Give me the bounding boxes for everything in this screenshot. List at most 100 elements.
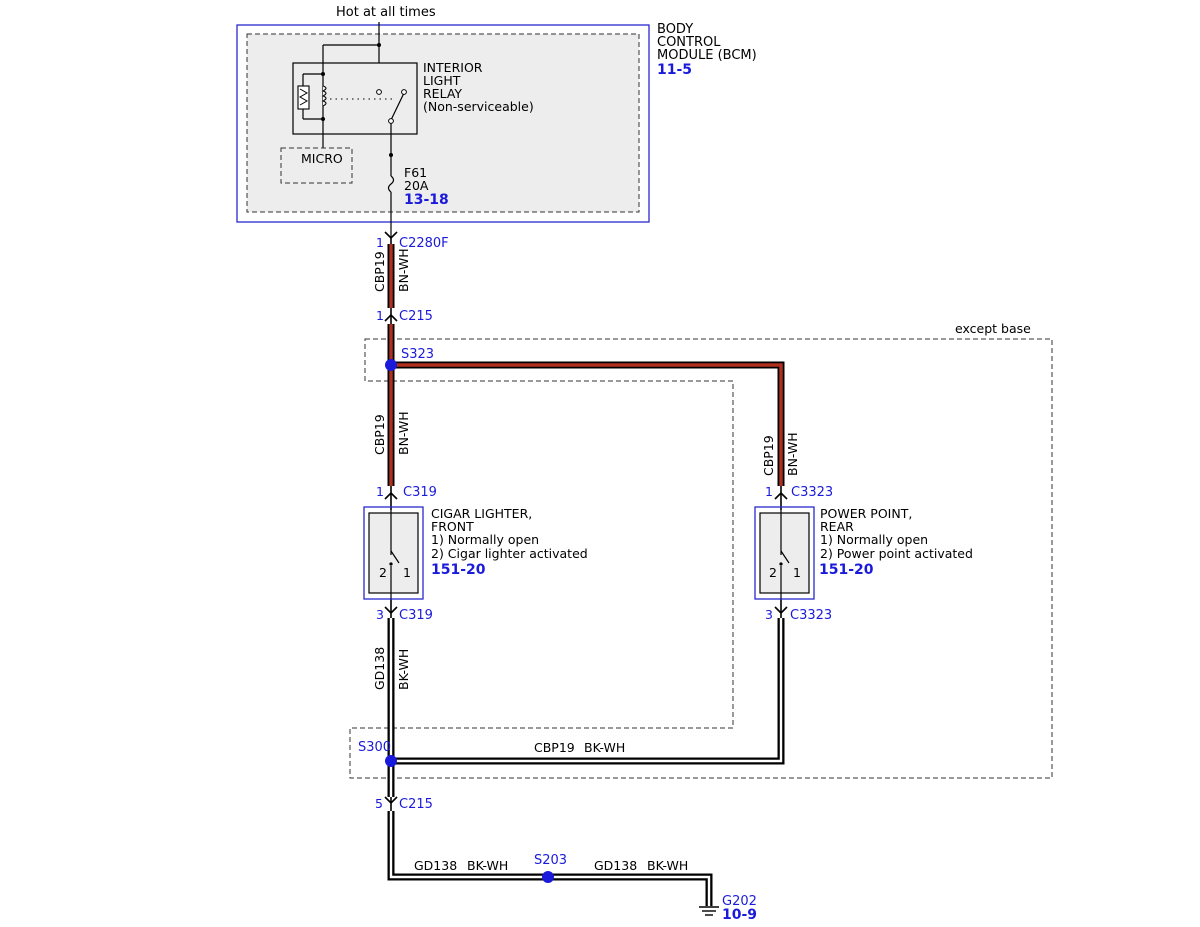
wire5-circuit: CBP19 — [534, 740, 575, 755]
cigar-lighter-label-line1: CIGAR LIGHTER, — [431, 506, 532, 521]
wire-segment-5-color — [391, 618, 783, 763]
micro-box — [280, 147, 353, 184]
ground-ref-link[interactable]: 10-9 — [722, 907, 757, 923]
power-point-label-line4: 2) Power point activated — [820, 546, 973, 561]
bcm-inner-dashed-box — [246, 33, 640, 213]
relay-box — [292, 62, 418, 135]
wire-segment-3 — [391, 361, 785, 486]
resistor-icon — [297, 85, 310, 110]
c215-top-pin: 1 — [376, 308, 384, 323]
fuse-name: F61 — [404, 165, 427, 180]
power-point-pin-right: 1 — [793, 565, 801, 580]
splice-s300-label[interactable]: S300 — [358, 740, 391, 755]
c3323-top-pin: 1 — [765, 484, 773, 499]
cigar-lighter-ref-link[interactable]: 151-20 — [431, 562, 486, 578]
wire-cbp19-bn-wh — [387, 244, 785, 486]
relay-contact-top — [376, 89, 382, 95]
fuse-rating: 20A — [404, 178, 429, 193]
power-point-component — [754, 506, 815, 600]
splice-s323-label[interactable]: S323 — [401, 347, 434, 362]
wire5-color: BK-WH — [584, 740, 625, 755]
power-point-outer-box — [754, 506, 815, 600]
bcm-title-line1: BODY — [657, 22, 693, 37]
c319-top-name[interactable]: C319 — [403, 485, 437, 500]
splice-s300-dot[interactable] — [385, 755, 397, 767]
cigar-lighter-outer-box — [363, 506, 424, 600]
power-point-label-line2: REAR — [820, 519, 854, 534]
wire1-circuit: CBP19 — [372, 251, 387, 292]
connector-c2280f-symbol — [384, 231, 398, 244]
relay-label-line3: RELAY — [423, 86, 462, 101]
except-base-label: except base — [955, 321, 1031, 336]
resistor-zigzag-icon — [298, 88, 309, 106]
fuse-top-node — [389, 153, 393, 157]
power-point-label-line3: 1) Normally open — [820, 532, 928, 547]
wire4-color: BK-WH — [396, 649, 411, 690]
wire4-circuit: GD138 — [372, 647, 387, 690]
wire6-circuit: GD138 — [414, 858, 457, 873]
connector-c319-bottom-symbol — [384, 598, 398, 618]
hot-at-all-times-label: Hot at all times — [336, 5, 436, 20]
cigar-lighter-pin-left: 2 — [379, 565, 387, 580]
relay-label-line1: INTERIOR — [423, 60, 483, 75]
c319-top-pin: 1 — [376, 484, 384, 499]
connector-c215-bottom-symbol — [384, 796, 398, 811]
splice-s203-label[interactable]: S203 — [534, 853, 567, 868]
c3323-top-name[interactable]: C3323 — [791, 485, 833, 500]
micro-label: MICRO — [301, 151, 343, 166]
cigar-lighter-pin-right: 1 — [403, 565, 411, 580]
c3323-bottom-name[interactable]: C3323 — [790, 608, 832, 623]
wire7-color: BK-WH — [647, 858, 688, 873]
ground-icon — [699, 906, 719, 916]
wire2-color: BN-WH — [396, 411, 411, 455]
cigar-lighter-label-line3: 1) Normally open — [431, 532, 539, 547]
interior-light-relay — [292, 45, 418, 148]
relay-contact-nc — [401, 89, 407, 95]
wire3-circuit: CBP19 — [761, 435, 776, 476]
bcm-title-line3: MODULE (BCM) — [657, 48, 757, 63]
connector-c3323-bottom-symbol — [774, 598, 788, 618]
ground-name[interactable]: G202 — [722, 894, 757, 909]
relay-switch-blade — [390, 92, 405, 121]
relay-contact-common — [388, 118, 394, 124]
power-point-inner-box — [759, 512, 810, 594]
fuse-ref-link[interactable]: 13-18 — [404, 192, 449, 208]
power-point-contact — [779, 562, 783, 566]
cigar-lighter-switch-blade — [390, 550, 400, 564]
wire7-circuit: GD138 — [594, 858, 637, 873]
wire-segment-3-color — [391, 363, 783, 486]
connector-c319-top-symbol — [384, 486, 398, 510]
fuse-icon — [387, 175, 395, 193]
connector-c3323-top-symbol — [774, 486, 788, 510]
c2280f-name[interactable]: C2280F — [399, 236, 449, 251]
power-point-switch-blade — [780, 550, 790, 564]
wire6-color: BK-WH — [467, 858, 508, 873]
coil-icon — [321, 85, 327, 107]
wire2-circuit: CBP19 — [372, 414, 387, 455]
splice-s323-dot[interactable] — [385, 359, 397, 371]
cigar-lighter-inner-box — [368, 512, 419, 594]
except-base-region — [349, 338, 1053, 779]
cigar-lighter-component — [363, 506, 424, 600]
wire3-color: BN-WH — [785, 432, 800, 476]
c2280f-pin: 1 — [376, 235, 384, 250]
power-point-label-line1: POWER POINT, — [820, 506, 912, 521]
bcm-outer-box — [236, 24, 650, 223]
c319-bottom-pin: 3 — [376, 607, 384, 622]
cigar-lighter-label-line2: FRONT — [431, 519, 474, 534]
power-point-pin-left: 2 — [769, 565, 777, 580]
cigar-lighter-label-line4: 2) Cigar lighter activated — [431, 546, 588, 561]
power-point-ref-link[interactable]: 151-20 — [819, 562, 874, 578]
bcm-ref-link[interactable]: 11-5 — [657, 62, 692, 78]
c215-top-name[interactable]: C215 — [399, 309, 433, 324]
c319-bottom-name[interactable]: C319 — [399, 608, 433, 623]
c215-bottom-name[interactable]: C215 — [399, 797, 433, 812]
wire1-color: BN-WH — [396, 248, 411, 292]
relay-label-line2: LIGHT — [423, 73, 461, 88]
c215-bottom-pin: 5 — [375, 796, 383, 811]
c3323-bottom-pin: 3 — [765, 607, 773, 622]
bcm-title-line2: CONTROL — [657, 35, 721, 50]
connector-c215-top-symbol — [384, 308, 398, 324]
splice-s203-dot[interactable] — [542, 871, 554, 883]
